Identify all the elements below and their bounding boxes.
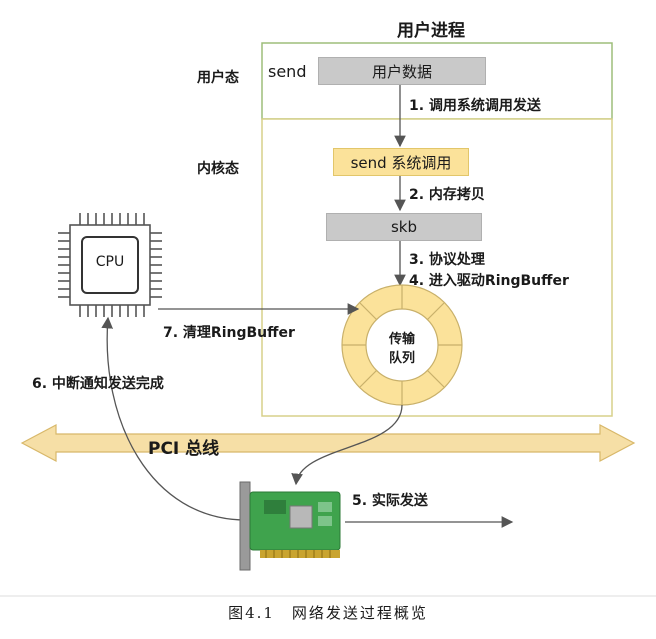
user-process-title: 用户进程 <box>397 21 465 41</box>
syscall-box: send 系统调用 <box>333 148 469 176</box>
skb-box: skb <box>326 213 482 241</box>
cpu-label: CPU <box>95 254 125 270</box>
step-6-label: 6. 中断通知发送完成 <box>32 376 164 392</box>
user-data-box: 用户数据 <box>318 57 486 85</box>
arrow-queue-to-nic <box>291 404 403 486</box>
step-1-label: 1. 调用系统调用发送 <box>409 98 541 114</box>
step-7-label: 7. 清理RingBuffer <box>163 325 295 341</box>
step-3-label: 3. 协议处理 <box>409 252 485 268</box>
figure-caption: 图4.1 网络发送过程概览 <box>228 604 428 622</box>
step-4-label: 4. 进入驱动RingBuffer <box>409 273 569 289</box>
ring-buffer-icon <box>341 284 463 406</box>
send-label: send <box>268 62 307 81</box>
arrow-step-6 <box>101 316 247 521</box>
bus-arrow-icon <box>20 424 636 462</box>
user-mode-label: 用户态 <box>197 70 239 86</box>
network-card-icon <box>239 481 341 571</box>
queue-label-line-1: 传输 <box>388 332 415 347</box>
step-5-label: 5. 实际发送 <box>352 493 428 509</box>
cpu-chip-icon <box>58 213 162 317</box>
bus-label: PCI 总线 <box>148 439 220 459</box>
step-2-label: 2. 内存拷贝 <box>409 187 485 203</box>
kernel-mode-label: 内核态 <box>197 161 239 177</box>
queue-label-line-2: 队列 <box>388 351 415 366</box>
